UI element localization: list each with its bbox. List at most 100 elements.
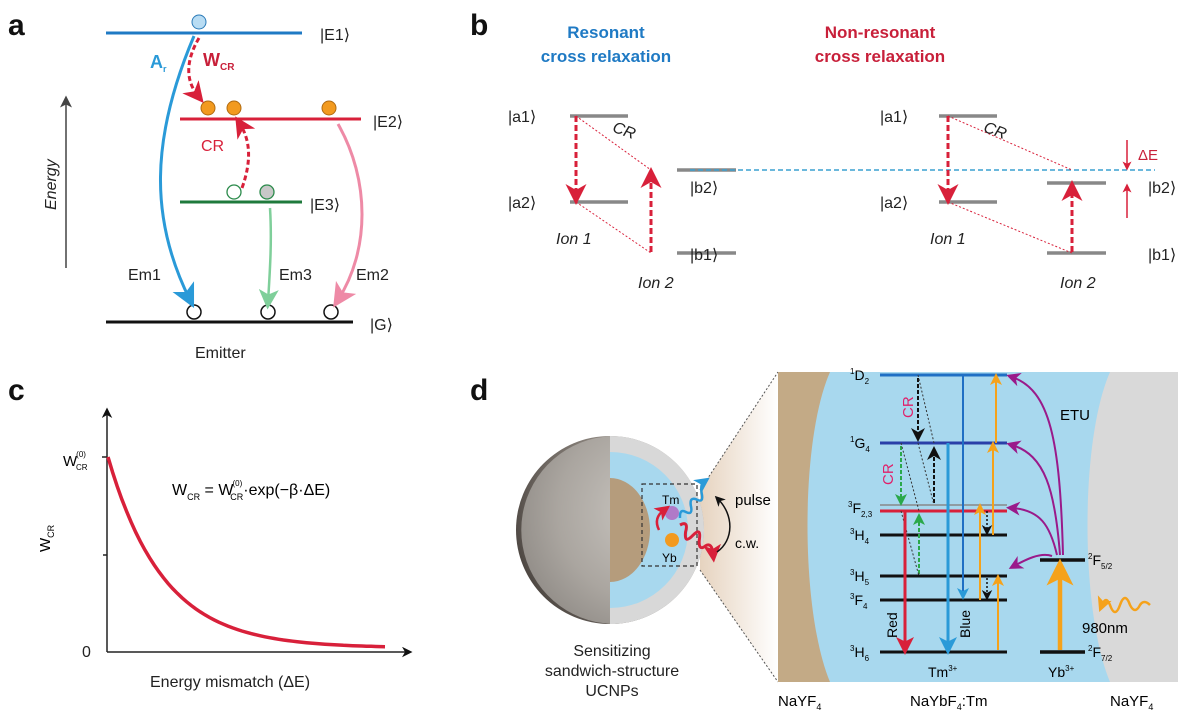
ucnp-caption-line2: sandwich-structure bbox=[545, 663, 679, 680]
inner-nayf4-layer bbox=[778, 372, 830, 682]
res-ion2-label: Ion 2 bbox=[638, 275, 674, 292]
yb-ion-label: Yb3+ bbox=[1048, 664, 1075, 680]
tm-label-3F23: 3F2,3 bbox=[848, 500, 873, 519]
ucnp-caption-line1: Sensitizing bbox=[573, 643, 650, 660]
nonresonant-title-line1: Non-resonant bbox=[825, 23, 936, 42]
tm-label-1G4: 1G4 bbox=[850, 435, 870, 454]
res-cr-line-bottom bbox=[575, 201, 652, 254]
cr2-label: CR bbox=[880, 463, 897, 485]
layer-caption-left: NaYF4 bbox=[778, 693, 821, 712]
energy-axis-label: Energy bbox=[43, 158, 60, 210]
nonres-a2-label: |a2⟩ bbox=[880, 195, 908, 212]
cr1-label: CR bbox=[900, 396, 917, 418]
pulse-cw-switch-arrow bbox=[714, 495, 731, 553]
particle-E1 bbox=[191, 14, 207, 30]
c-equation: WCR = W(0)CR·exp(−β·ΔE) bbox=[172, 479, 330, 502]
res-a2-label: |a2⟩ bbox=[508, 195, 536, 212]
etu-arrow-3F23 bbox=[1006, 501, 1058, 556]
resonant-title-line2: cross relaxation bbox=[541, 47, 671, 66]
panel-label-a: a bbox=[8, 9, 25, 42]
res-cr-label: CR bbox=[610, 119, 638, 143]
cr1-link-bottom bbox=[917, 442, 935, 506]
panel-label-b: b bbox=[470, 9, 488, 42]
tm-ion-label: Tm3+ bbox=[928, 664, 958, 680]
nonres-cr-line-top bbox=[947, 115, 1073, 171]
cr-label: CR bbox=[201, 138, 224, 155]
layer-caption-right: NaYF4 bbox=[1110, 693, 1153, 712]
zoom-box bbox=[641, 483, 698, 567]
core-cut bbox=[610, 478, 650, 582]
nonres-cr-label: CR bbox=[981, 119, 1009, 143]
nonres-cr-line-bottom bbox=[947, 201, 1073, 254]
etu-arrow-1G4 bbox=[1006, 440, 1061, 556]
tm-ion bbox=[665, 506, 679, 520]
em1-arrow bbox=[159, 35, 196, 309]
panel-label-c: c bbox=[8, 374, 25, 407]
panel-d: d Tm Yb pulse c.w. Sensitizing sandwich-… bbox=[470, 367, 1178, 712]
c-xlabel: Energy mismatch (ΔE) bbox=[150, 674, 310, 691]
em2-arrow bbox=[333, 123, 364, 308]
ground-hole-1 bbox=[186, 304, 202, 320]
particle-E2-3 bbox=[321, 100, 337, 116]
yb-label-2F72: 2F7/2 bbox=[1088, 644, 1113, 663]
panel-label-d: d bbox=[470, 374, 488, 407]
zoom-cone-edge-bottom bbox=[699, 569, 779, 683]
level-G-label: |G⟩ bbox=[370, 317, 393, 334]
energy-transfer-arrow bbox=[653, 505, 671, 531]
pulse-label: pulse bbox=[735, 492, 771, 509]
ground-hole-2 bbox=[260, 304, 276, 320]
blue-label: Blue bbox=[957, 610, 973, 638]
particle-E3-empty bbox=[226, 184, 242, 200]
nonresonant-title-line2: cross relaxation bbox=[815, 47, 945, 66]
res-b2-label: |b2⟩ bbox=[690, 180, 718, 197]
wcr-label: WCR bbox=[203, 50, 235, 73]
yb-ion bbox=[665, 533, 679, 547]
c-ytick-top-label: W(0)CR bbox=[63, 450, 88, 472]
res-ion1-label: Ion 1 bbox=[556, 231, 592, 248]
etu-arrow-1D2 bbox=[1006, 372, 1064, 556]
delta-e-label: ΔE bbox=[1138, 147, 1158, 164]
layer-caption-middle: NaYbF4:Tm bbox=[910, 693, 988, 712]
particle-E3-filled bbox=[259, 184, 275, 200]
res-a1-label: |a1⟩ bbox=[508, 109, 536, 126]
res-cr-line-top bbox=[575, 115, 652, 171]
shell-edge bbox=[521, 436, 610, 624]
em1-label: Em1 bbox=[128, 267, 161, 284]
tm-label-3H5: 3H5 bbox=[850, 568, 870, 587]
em2-label: Em2 bbox=[356, 267, 389, 284]
particle-E2-2 bbox=[226, 100, 242, 116]
cr-arrow bbox=[235, 116, 256, 189]
tm-level-labels: 1D2 1G4 3F2,3 3H4 3H5 3F4 3H6 bbox=[848, 367, 873, 663]
tm-label-3H6: 3H6 bbox=[850, 644, 870, 663]
yb-label-2F52: 2F5/2 bbox=[1088, 552, 1113, 571]
emitter-caption: Emitter bbox=[195, 345, 246, 362]
emission-wave bbox=[678, 477, 710, 519]
nonres-ion2-label: Ion 2 bbox=[1060, 275, 1096, 292]
excitation-label: 980nm bbox=[1082, 620, 1128, 637]
nonres-a1-label: |a1⟩ bbox=[880, 109, 908, 126]
nonres-ion1-label: Ion 1 bbox=[930, 231, 966, 248]
excitation-wave bbox=[679, 522, 722, 563]
em3-label: Em3 bbox=[279, 267, 312, 284]
etu-arrow-3H5 bbox=[1008, 554, 1053, 569]
panel-b: b Resonant cross relaxation Non-resonant… bbox=[470, 9, 1176, 292]
level-E3-label: |E3⟩ bbox=[310, 197, 340, 214]
red-label: Red bbox=[884, 612, 900, 638]
zoom-cone-edge-top bbox=[699, 371, 779, 491]
c-ylabel: WCR bbox=[37, 524, 56, 552]
wcr-arrow bbox=[182, 37, 204, 103]
etu-label: ETU bbox=[1060, 407, 1090, 424]
nonres-b1-label: |b1⟩ bbox=[1148, 247, 1176, 264]
ucnp-caption-line3: UCNPs bbox=[585, 683, 638, 700]
cr2-link-bottom bbox=[900, 510, 920, 577]
yb-label: Yb bbox=[662, 551, 677, 565]
level-E2-label: |E2⟩ bbox=[373, 114, 403, 131]
level-E1-label: |E1⟩ bbox=[320, 27, 350, 44]
ar-label: Ar bbox=[150, 52, 167, 74]
nonres-b2-label: |b2⟩ bbox=[1148, 180, 1176, 197]
tm-label-3H4: 3H4 bbox=[850, 527, 870, 546]
980nm-wave bbox=[1097, 595, 1151, 614]
tm-label: Tm bbox=[662, 493, 679, 507]
res-b1-label: |b1⟩ bbox=[690, 247, 718, 264]
